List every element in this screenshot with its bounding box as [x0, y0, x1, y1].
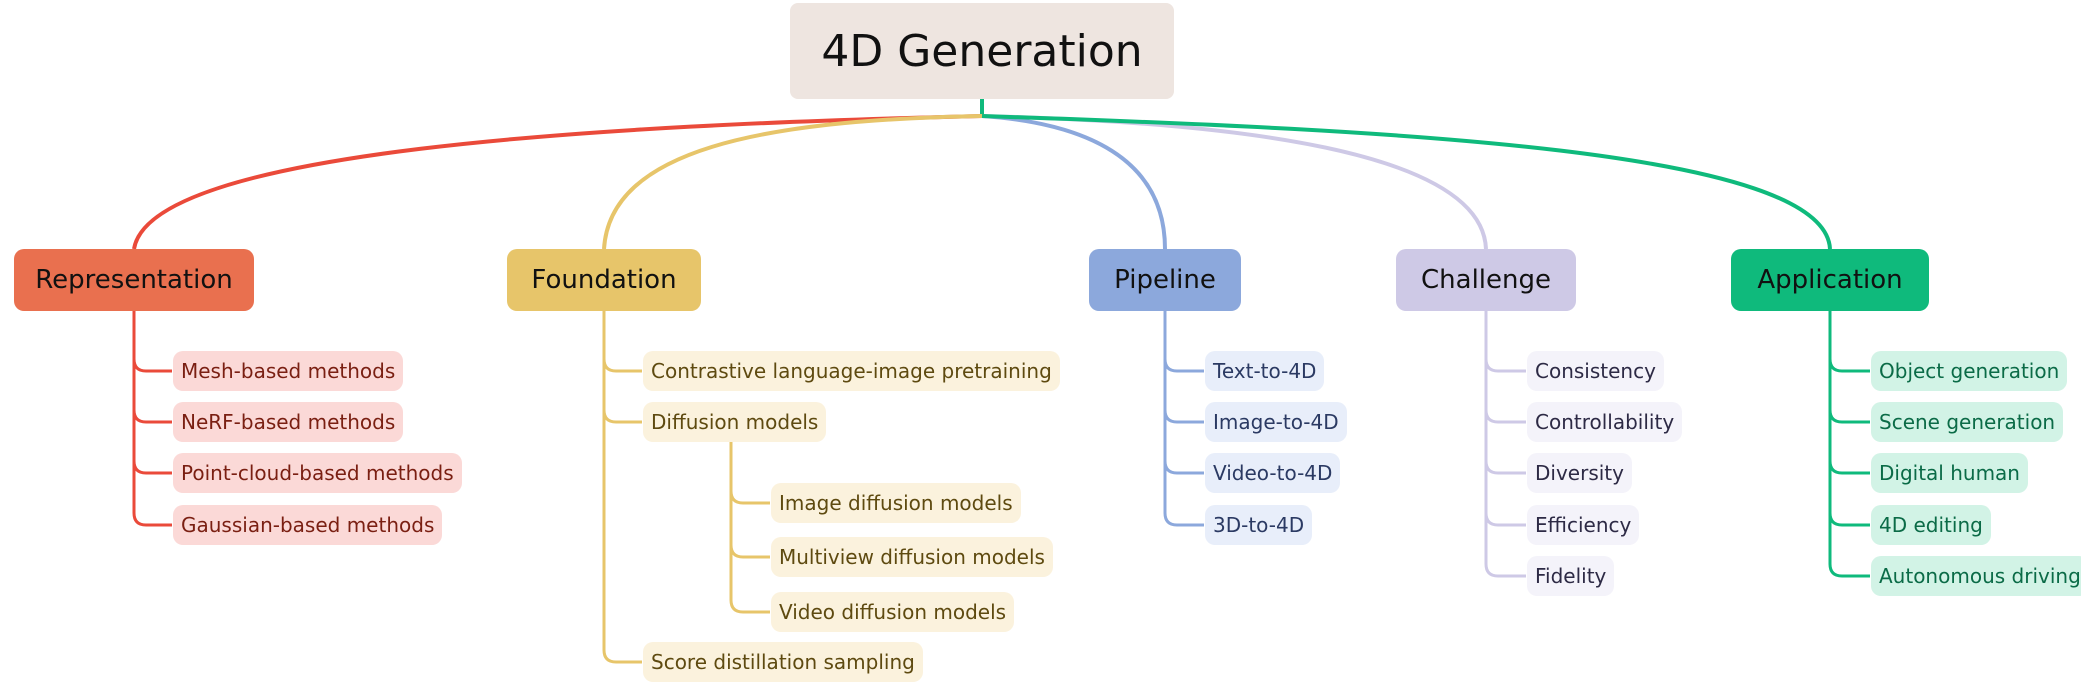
challenge-item: Consistency [1527, 351, 1664, 391]
representation-item: Point-cloud-based methods [173, 453, 462, 493]
challenge-item: Diversity [1527, 453, 1632, 493]
link-pipeline [981, 114, 1167, 250]
pipeline-item: 3D-to-4D [1205, 505, 1313, 545]
foundation-subitem: Multiview diffusion models [771, 537, 1053, 577]
foundation-item: Diffusion models [643, 402, 827, 442]
representation-item: Gaussian-based methods [173, 505, 443, 545]
foundation-subitem: Image diffusion models [771, 483, 1021, 523]
foundation-subitem: Video diffusion models [771, 592, 1015, 632]
pipeline-item: Text-to-4D [1205, 351, 1325, 391]
application-item: Digital human [1871, 453, 2028, 493]
application-item: Object generation [1871, 351, 2068, 391]
link-application [981, 114, 1832, 250]
application-item: 4D editing [1871, 505, 1991, 545]
application-branch-lines [1828, 311, 1870, 578]
foundation-item: Score distillation sampling [643, 642, 923, 682]
foundation-item: Contrastive language-image pretraining [643, 351, 1060, 391]
application-item: Autonomous driving [1871, 556, 2081, 596]
challenge-item: Fidelity [1527, 556, 1615, 596]
application-item: Scene generation [1871, 402, 2064, 442]
pipeline-item: Video-to-4D [1205, 453, 1341, 493]
foundation-branch-lines [602, 311, 770, 664]
category-representation: Representation [14, 249, 254, 311]
challenge-branch-lines [1484, 311, 1526, 578]
challenge-item: Controllability [1527, 402, 1683, 442]
root-node: 4D Generation [790, 3, 1174, 99]
challenge-item: Efficiency [1527, 505, 1640, 545]
link-representation [132, 114, 983, 250]
category-pipeline: Pipeline [1089, 249, 1241, 311]
category-challenge: Challenge [1396, 249, 1576, 311]
representation-item: NeRF-based methods [173, 402, 404, 442]
category-application: Application [1731, 249, 1929, 311]
pipeline-branch-lines [1163, 311, 1204, 527]
category-foundation: Foundation [507, 249, 701, 311]
representation-branch-lines [132, 311, 172, 527]
link-foundation [602, 114, 983, 250]
pipeline-item: Image-to-4D [1205, 402, 1347, 442]
representation-item: Mesh-based methods [173, 351, 404, 391]
